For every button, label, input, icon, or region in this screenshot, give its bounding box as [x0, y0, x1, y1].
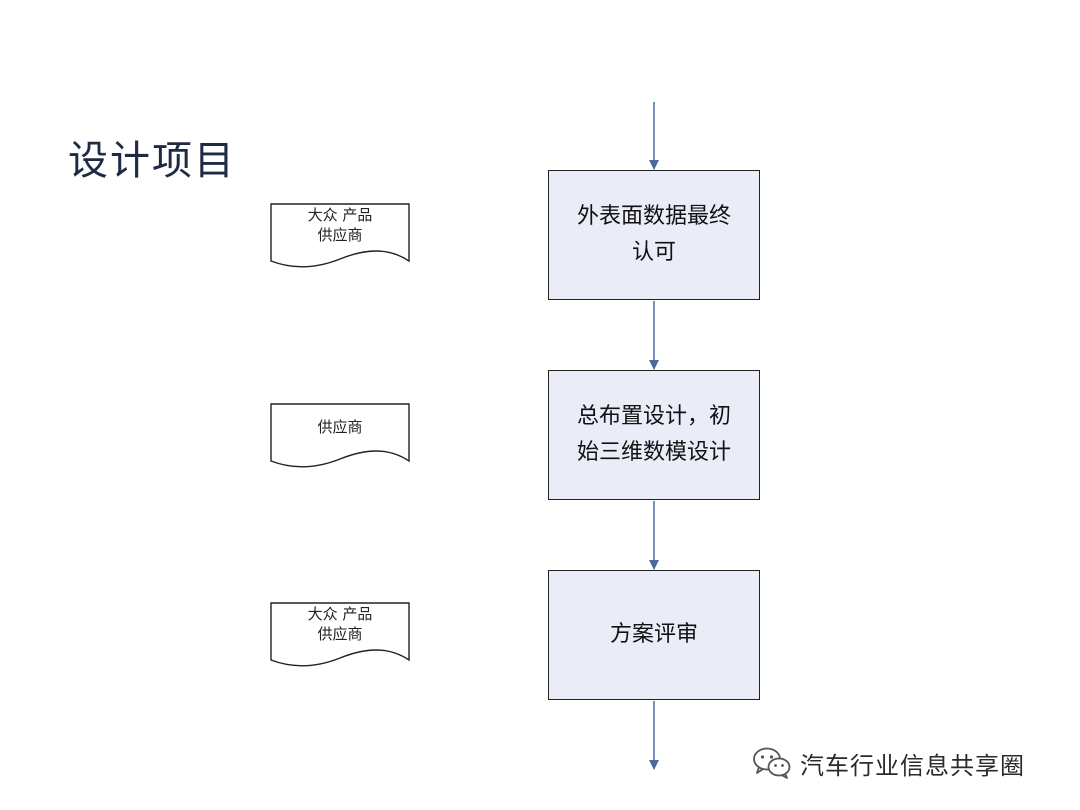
process-step-3: 方案评审 — [548, 570, 760, 700]
wechat-logo-icon — [753, 747, 791, 779]
process-step-label-line1: 总布置设计，初 — [576, 404, 731, 429]
document-shape-1: 大众 产品 供应商 — [270, 203, 410, 268]
document-label-line1: 大众 产品 — [307, 206, 373, 224]
process-step-1: 外表面数据最终 认可 — [548, 170, 760, 300]
document-outline — [270, 403, 410, 468]
document-shape-2: 供应商 — [270, 403, 410, 468]
slide-title: 设计项目 — [68, 138, 236, 184]
process-step-2: 总布置设计，初 始三维数模设计 — [548, 370, 760, 500]
watermark-text: 汽车行业信息共享圈 — [800, 751, 1025, 780]
document-label-line2: 供应商 — [317, 226, 363, 244]
process-step-label-line1: 方案评审 — [609, 622, 698, 647]
document-label-line1: 供应商 — [317, 418, 363, 436]
document-shape-3: 大众 产品 供应商 — [270, 602, 410, 667]
process-step-label-line1: 外表面数据最终 — [576, 204, 731, 229]
document-outline — [270, 203, 410, 268]
process-step-label-line2: 认可 — [631, 240, 676, 265]
document-outline — [270, 602, 410, 667]
document-label-line2: 供应商 — [317, 625, 363, 643]
watermark: 汽车行业信息共享圈 — [752, 744, 1025, 782]
process-step-label-line2: 始三维数模设计 — [576, 440, 731, 465]
document-label-line1: 大众 产品 — [307, 605, 373, 623]
